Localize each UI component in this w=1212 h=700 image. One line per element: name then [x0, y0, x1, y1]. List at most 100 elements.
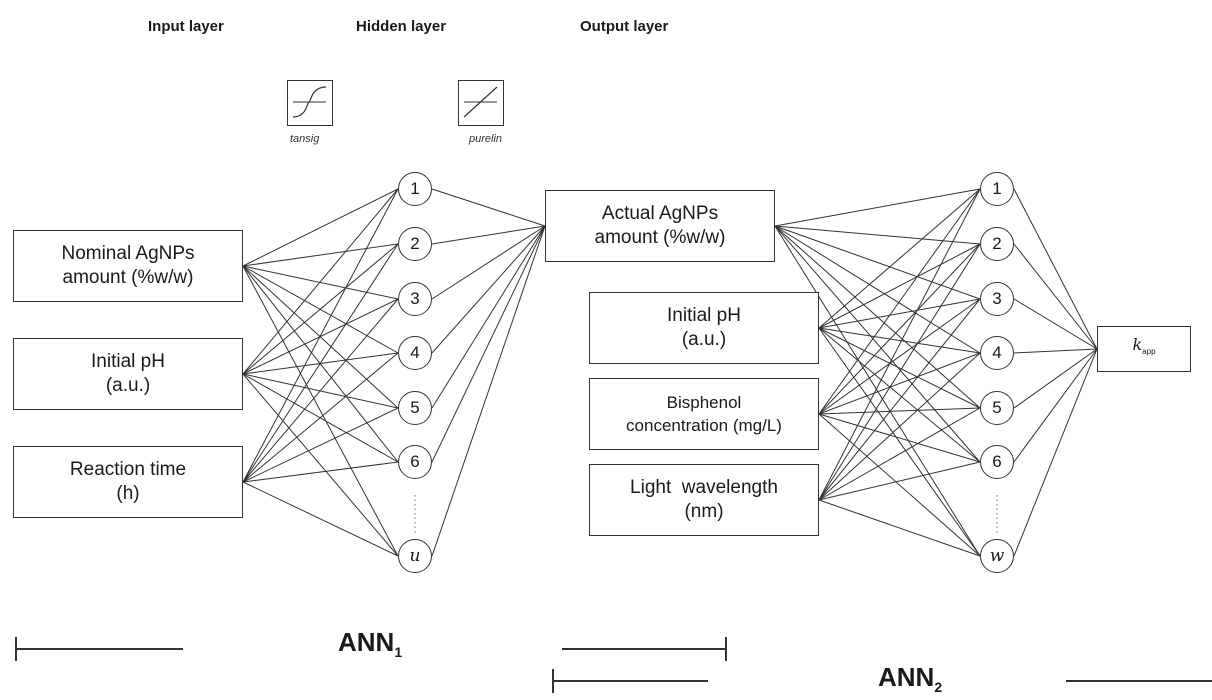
hidden-node-5: 5 — [398, 391, 432, 425]
purelin-label: purelin — [469, 133, 503, 145]
input-box-line: Initial pH — [667, 305, 741, 326]
ann2-input-4-to-hidden-4 — [818, 352, 981, 501]
kapp-subscript: app — [1142, 347, 1156, 357]
ann2-input-3-to-hidden-1 — [818, 188, 981, 415]
ann1-input-1-to-hidden-2 — [242, 243, 399, 267]
hidden-node-u: u — [398, 539, 432, 573]
input-layer-header: Input layer — [148, 18, 224, 35]
ann2-input-1-to-hidden-6 — [774, 225, 981, 463]
ann2-input-3-to-hidden-4 — [818, 352, 981, 415]
ann1-input-3-to-hidden-5 — [242, 407, 399, 483]
input-box-line: Bisphenol — [666, 393, 742, 412]
ann2-input-3-to-hidden-7 — [818, 413, 981, 557]
ann2-connections — [774, 188, 1098, 557]
ann2-label-text: ANN — [878, 662, 935, 692]
ann1-hidden-2-to-output — [431, 225, 546, 245]
hidden-node-2: 2 — [398, 227, 432, 261]
input-box-nominal-agnps: Nominal AgNPs amount (%w/w) — [13, 230, 243, 302]
ann1-hidden-7-to-output — [431, 225, 546, 557]
ann2-input-1-to-hidden-1 — [774, 188, 981, 227]
hidden2-node-2: 2 — [980, 227, 1014, 261]
ann1-input-2-to-hidden-7 — [242, 373, 399, 557]
tansig-curve-icon — [292, 86, 327, 118]
ann2-input-4-to-hidden-6 — [818, 461, 981, 501]
output-box-actual-agnps: Actual AgNPs amount (%w/w) — [545, 190, 775, 262]
input-box-initial-ph-2: Initial pH (a.u.) — [589, 292, 819, 364]
ann1-input-2-to-hidden-2 — [242, 243, 399, 375]
hidden-layer-header: Hidden layer — [356, 18, 447, 35]
ann1-input-1-to-hidden-1 — [242, 188, 399, 267]
output-layer-header: Output layer — [580, 18, 669, 35]
input-box-line: concentration (mg/L) — [626, 416, 782, 435]
ann2-input-2-to-hidden-7 — [818, 327, 981, 557]
hidden2-node-3: 3 — [980, 282, 1014, 316]
hidden2-node-6: 6 — [980, 445, 1014, 479]
ann1-input-1-to-hidden-7 — [242, 265, 399, 557]
hidden-node-6: 6 — [398, 445, 432, 479]
output-box-line: Actual AgNPs — [601, 203, 719, 224]
ann1-input-3-to-hidden-2 — [242, 243, 399, 483]
output-box-kapp: kapp — [1097, 326, 1191, 372]
ann2-input-1-to-hidden-3 — [774, 225, 981, 300]
ann1-hidden-3-to-output — [431, 225, 546, 300]
ann1-input-3-to-hidden-3 — [242, 298, 399, 483]
scale-brackets — [15, 637, 1212, 693]
ann2-input-4-to-hidden-7 — [818, 499, 981, 557]
ann2-hidden-7-to-output — [1013, 348, 1098, 557]
hidden2-node-4: 4 — [980, 336, 1014, 370]
ann1-hidden-5-to-output — [431, 225, 546, 409]
tansig-label: tansig — [290, 133, 320, 145]
ann2-hidden-3-to-output — [1013, 298, 1098, 350]
ann2-input-2-to-hidden-2 — [818, 243, 981, 329]
kapp-k: k — [1132, 335, 1143, 355]
input-box-line: (nm) — [684, 501, 724, 522]
ann2-input-4-to-hidden-5 — [818, 407, 981, 501]
ann2-input-2-to-hidden-6 — [818, 327, 981, 463]
hidden-node-u-label: u — [409, 546, 421, 566]
ann1-input-3-to-hidden-7 — [242, 481, 399, 557]
ann1-label-text: ANN — [338, 627, 395, 657]
input-box-line: Nominal AgNPs — [61, 243, 195, 264]
ann1-input-3-to-hidden-6 — [242, 461, 399, 483]
input-box-line: (h) — [116, 483, 140, 504]
ann2-hidden-6-to-output — [1013, 348, 1098, 463]
hidden-node-3: 3 — [398, 282, 432, 316]
ann1-input-3-to-hidden-1 — [242, 188, 399, 483]
hidden2-node-w-label: w — [989, 546, 1005, 566]
hidden2-node-5: 5 — [980, 391, 1014, 425]
tansig-function-box — [287, 80, 333, 126]
purelin-function-box — [458, 80, 504, 126]
ann2-input-2-to-hidden-1 — [818, 188, 981, 329]
ann1-hidden-1-to-output — [431, 188, 546, 227]
input-box-initial-ph: Initial pH (a.u.) — [13, 338, 243, 410]
ann2-input-2-to-hidden-5 — [818, 327, 981, 409]
ann1-hidden-6-to-output — [431, 225, 546, 463]
ann1-input-1-to-hidden-3 — [242, 265, 399, 300]
input-box-line: amount (%w/w) — [62, 267, 194, 288]
input-box-bisphenol-concentration: Bisphenol concentration (mg/L) — [589, 378, 819, 450]
purelin-line-icon — [463, 86, 498, 118]
ann2-input-3-to-hidden-5 — [818, 407, 981, 415]
hidden2-node-w: w — [980, 539, 1014, 573]
hidden-node-4: 4 — [398, 336, 432, 370]
ann2-hidden-2-to-output — [1013, 243, 1098, 350]
kapp-symbol: kapp — [1132, 333, 1155, 364]
output-box-line: amount (%w/w) — [594, 227, 726, 248]
input-box-line: Initial pH — [91, 351, 165, 372]
ann2-input-2-to-hidden-4 — [818, 327, 981, 354]
ann2-hidden-1-to-output — [1013, 188, 1098, 350]
ann2-input-3-to-hidden-2 — [818, 243, 981, 415]
ann2-label: ANN2 — [878, 662, 942, 695]
ann2-input-1-to-hidden-7 — [774, 225, 981, 557]
input-box-line: Reaction time — [69, 459, 187, 480]
input-box-line: Light wavelength — [630, 477, 778, 498]
ann2-input-4-to-hidden-1 — [818, 188, 981, 501]
input-box-reaction-time: Reaction time (h) — [13, 446, 243, 518]
hidden2-node-1: 1 — [980, 172, 1014, 206]
ann1-label-sub: 1 — [394, 644, 403, 661]
ann2-input-4-to-hidden-3 — [818, 298, 981, 501]
ann2-input-3-to-hidden-3 — [818, 298, 981, 415]
ann2-input-4-to-hidden-2 — [818, 243, 981, 501]
